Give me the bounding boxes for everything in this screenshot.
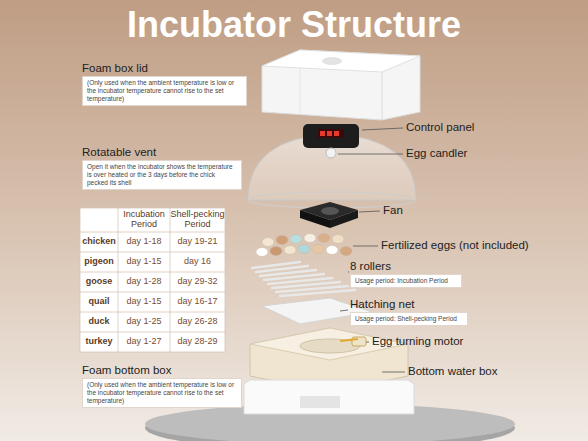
note-text: Usage period: Shell-pecking Period [350,312,468,326]
part-name: Hatching net [350,298,468,310]
table-cell: day 16-17 [170,292,225,312]
part-label: Egg turning motor [372,335,463,347]
note-box: 8 rollersUsage period: Incubation Period [350,260,462,288]
table-cell: day 28-29 [170,332,225,352]
note-text: (Only used when the ambient temperature … [82,378,242,408]
table-cell: day 1-27 [118,332,170,352]
part-label: Bottom water box [408,365,497,377]
table-cell: day 19-21 [170,232,225,252]
part-name: Rotatable vent [82,146,242,158]
part-label: Control panel [406,121,474,133]
table-header: Shell-pecking Period [170,208,225,232]
table-cell: turkey [80,332,118,352]
note-text: Open it when the incubator shows the tem… [82,160,242,190]
note-box: Foam box lid (Only used when the ambient … [82,62,247,106]
note-text: (Only used when the ambient temperature … [82,76,247,106]
table-cell: day 29-32 [170,272,225,292]
table-cell: day 1-15 [118,292,170,312]
note-text: Usage period: Incubation Period [350,274,462,288]
part-label: Fertilized eggs (not included) [381,239,529,251]
note-box: Rotatable ventOpen it when the incubator… [82,146,242,190]
table-cell: duck [80,312,118,332]
table-cell: chicken [80,232,118,252]
part-name: 8 rollers [350,260,462,272]
part-name: Foam bottom box [82,364,242,376]
table-cell: day 1-15 [118,252,170,272]
part-label: Fan [383,204,403,216]
table-header: Incubation Period [118,208,170,232]
part-label: Egg candler [406,147,467,159]
table-cell: quail [80,292,118,312]
table-cell: day 1-25 [118,312,170,332]
part-name: Foam box lid [82,62,247,74]
table-cell: goose [80,272,118,292]
table-cell: day 26-28 [170,312,225,332]
note-box: Foam bottom box (Only used when the ambie… [82,364,242,408]
diagram-title: Incubator Structure [0,4,588,46]
note-box: Hatching netUsage period: Shell-pecking … [350,298,468,326]
table-cell: day 1-28 [118,272,170,292]
table-cell: pigeon [80,252,118,272]
table-cell: day 1-18 [118,232,170,252]
table-cell: day 16 [170,252,225,272]
